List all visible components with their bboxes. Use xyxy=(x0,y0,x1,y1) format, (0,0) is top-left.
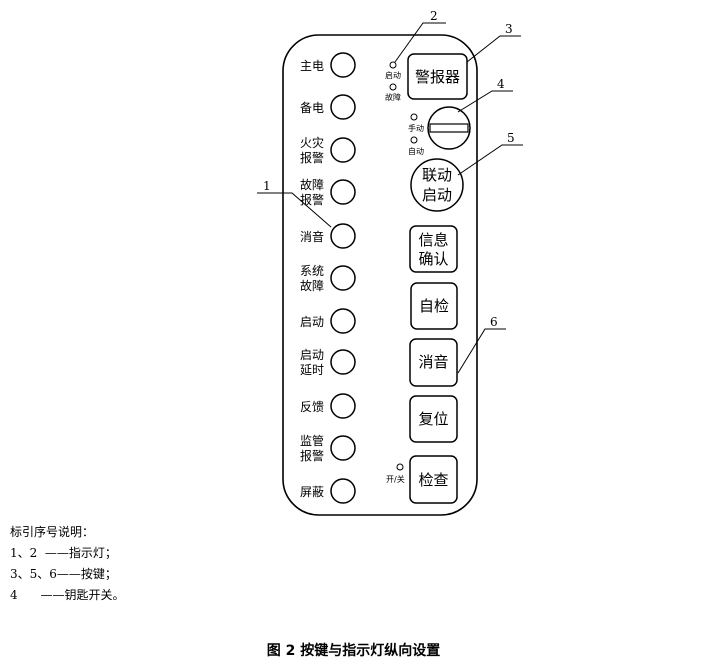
callout-line-3 xyxy=(466,35,521,63)
notes-line-3: 4 ——钥匙开关。 xyxy=(10,588,125,602)
callout-5: 5 xyxy=(507,131,515,145)
key-slot-icon xyxy=(429,123,469,133)
alarm-start-indicator xyxy=(389,61,397,69)
reset-label: 复位 xyxy=(418,410,448,428)
alarm-start-label: 启动 xyxy=(385,70,401,80)
indicator-light xyxy=(330,393,356,419)
check-button[interactable] xyxy=(409,455,458,504)
key-manual-label: 手动 xyxy=(408,123,424,133)
key-manual-indicator xyxy=(410,113,418,121)
info-confirm-button[interactable] xyxy=(409,225,458,273)
callout-1: 1 xyxy=(263,179,271,193)
notes-line-2: 3、5、6——按键； xyxy=(10,567,117,581)
reset-button[interactable] xyxy=(409,395,458,443)
alarm-button[interactable] xyxy=(407,53,468,100)
indicator-light xyxy=(330,94,356,120)
callout-line-6 xyxy=(457,328,506,374)
indicator-light xyxy=(330,308,356,334)
indicator-label: 监管 xyxy=(300,433,324,448)
legend-notes: 标引序号说明： 1、2 ——指示灯； 3、5、6——按键； 4 ——钥匙开关。 xyxy=(10,522,125,606)
indicator-label: 启动 xyxy=(300,348,324,362)
indicator-label-line2: 报警 xyxy=(300,150,324,165)
check-indicator xyxy=(396,463,404,471)
indicator-light xyxy=(330,435,356,461)
indicator-light xyxy=(330,137,356,163)
check-label: 检查 xyxy=(418,471,448,489)
figure-caption: 图 2 按键与指示灯纵向设置 xyxy=(266,643,441,659)
indicator-label: 屏蔽 xyxy=(300,485,324,499)
indicator-light xyxy=(330,349,356,375)
indicator-light xyxy=(330,52,356,78)
indicator-label: 故障 xyxy=(300,177,324,192)
indicator-label-line2: 延时 xyxy=(300,363,324,377)
indicator-label-line2: 故障 xyxy=(300,278,324,293)
indicator-label: 启动 xyxy=(300,315,324,329)
callout-2: 2 xyxy=(430,9,438,23)
alarm-button-label: 警报器 xyxy=(415,68,460,86)
alarm-fault-indicator xyxy=(389,83,397,91)
key-auto-label: 自动 xyxy=(408,146,424,156)
panel-outline xyxy=(282,34,478,516)
callout-6: 6 xyxy=(490,315,498,329)
indicator-light xyxy=(330,478,356,504)
indicator-label: 备电 xyxy=(300,101,324,115)
indicator-light xyxy=(330,265,356,291)
indicator-label-line2: 报警 xyxy=(300,192,324,207)
indicator-label: 消音 xyxy=(300,229,324,244)
indicator-label: 主电 xyxy=(300,59,324,73)
alarm-fault-label: 故障 xyxy=(385,92,401,102)
notes-title: 标引序号说明： xyxy=(10,525,95,539)
linkage-start-button[interactable] xyxy=(410,158,464,212)
linkage-label-2: 启动 xyxy=(422,186,452,204)
notes-line-1: 1、2 ——指示灯； xyxy=(10,546,117,560)
callout-3: 3 xyxy=(505,22,513,36)
silence-label: 消音 xyxy=(418,353,448,371)
callout-4: 4 xyxy=(497,77,505,91)
callout-line-1 xyxy=(257,192,332,228)
selftest-label: 自检 xyxy=(419,297,449,315)
info-confirm-label-2: 确认 xyxy=(418,250,448,268)
indicator-label: 火灾 xyxy=(300,135,324,150)
callout-lines xyxy=(257,22,523,374)
callout-line-5 xyxy=(457,144,523,176)
selftest-button[interactable] xyxy=(410,282,458,330)
indicator-label-line2: 报警 xyxy=(300,448,324,463)
indicator-label: 系统 xyxy=(300,264,324,278)
silence-button[interactable] xyxy=(409,338,458,387)
linkage-label-1: 联动 xyxy=(422,166,452,184)
indicator-light xyxy=(330,179,356,205)
key-auto-indicator xyxy=(410,136,418,144)
info-confirm-label-1: 信息 xyxy=(418,231,448,249)
callout-line-2 xyxy=(394,22,446,63)
check-on-label: 开/关 xyxy=(386,474,405,484)
indicator-label: 反馈 xyxy=(300,400,324,414)
indicator-light xyxy=(330,223,356,249)
callout-line-4 xyxy=(457,90,513,113)
